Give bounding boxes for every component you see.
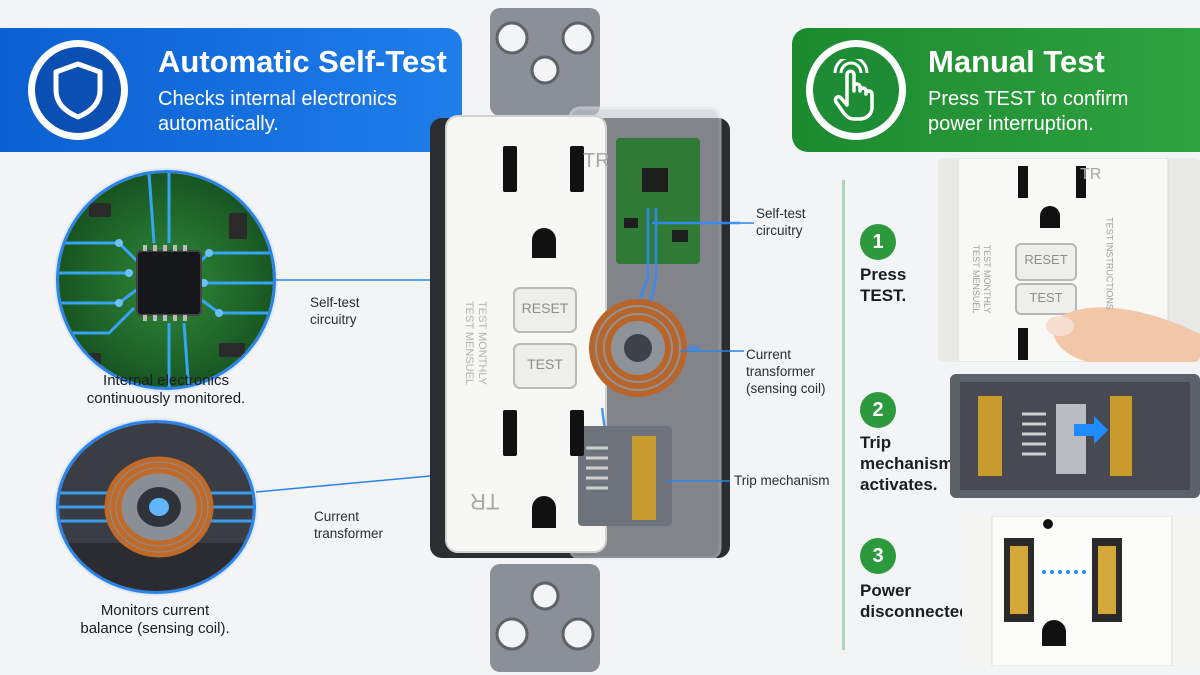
step-3-number: 3 (860, 538, 896, 574)
step-1-reset-button[interactable]: RESET (1024, 252, 1068, 267)
step-2-number: 2 (860, 392, 896, 428)
hand-badge (806, 40, 906, 140)
step-1-number: 1 (860, 224, 896, 260)
coil-caption: Monitors current balance (sensing coil). (80, 602, 230, 637)
circuit-label: Self-test circuitry (310, 295, 360, 327)
step-1-side-text: TEST INSTRUCTIONS (1104, 217, 1115, 310)
coil-label: Current transformer (314, 509, 384, 541)
steps-divider (842, 180, 845, 650)
hand-pointer-icon (833, 59, 874, 121)
shield-badge (28, 40, 128, 140)
manual-test-banner: Manual Test Press TEST to confirm power … (792, 28, 1200, 152)
device-tr-mark-upper: TR (583, 150, 610, 172)
selftest-callout-tick (740, 222, 754, 224)
device-reset-button[interactable]: RESET (521, 300, 569, 316)
sensing-coil-illustration (59, 423, 253, 591)
gfci-receptacle-cutaway (430, 8, 740, 672)
step-1-vertical-text: TEST MONTHLY TEST MENSUEL (971, 244, 992, 314)
circuit-board-illustration (59, 173, 273, 387)
test-button-shape (513, 343, 577, 389)
coil-magnifier (56, 420, 256, 594)
circuit-board-magnifier (56, 170, 276, 390)
step-3-text: Power disconnected. (860, 581, 975, 621)
device-tr-mark-lower: TR (470, 489, 500, 514)
reset-button-shape (513, 287, 577, 333)
device-trip-label: Trip mechanism (734, 473, 830, 488)
step-2-text: Trip mechanism activates. (860, 433, 954, 494)
left-header-title: Automatic Self-Test (158, 44, 447, 79)
step-3-photo (962, 516, 1200, 666)
right-header-title: Manual Test (928, 44, 1105, 79)
shield-icon (53, 61, 103, 120)
circuit-caption: Internal electronics continuously monito… (86, 372, 246, 407)
right-header-subtitle: Press TEST to confirm power interruption… (928, 88, 1129, 135)
device-selftest-label: Self-test circuitry (756, 206, 806, 238)
ct-callout-line (680, 350, 744, 352)
step-1-text: Press TEST. (860, 265, 907, 305)
trip-callout-line (666, 480, 730, 482)
step-1-photo (938, 158, 1200, 362)
step-1-test-button[interactable]: TEST (1029, 290, 1063, 305)
step-2-photo (950, 374, 1200, 498)
device-test-button[interactable]: TEST (527, 356, 563, 372)
device-ct-label: Current transformer (sensing coil) (746, 347, 826, 396)
mounting-strap-bottom (490, 564, 600, 672)
circuit-leader-line (276, 279, 438, 281)
left-header-subtitle: Checks internal electronics automaticall… (158, 88, 397, 135)
step-1-tr-mark: TR (1080, 166, 1102, 183)
device-vertical-text: TEST MONTHLY TEST MENSUEL (463, 300, 488, 386)
automatic-self-test-banner: Automatic Self-Test Checks internal elec… (0, 28, 462, 152)
coil-leader-line (256, 473, 453, 493)
